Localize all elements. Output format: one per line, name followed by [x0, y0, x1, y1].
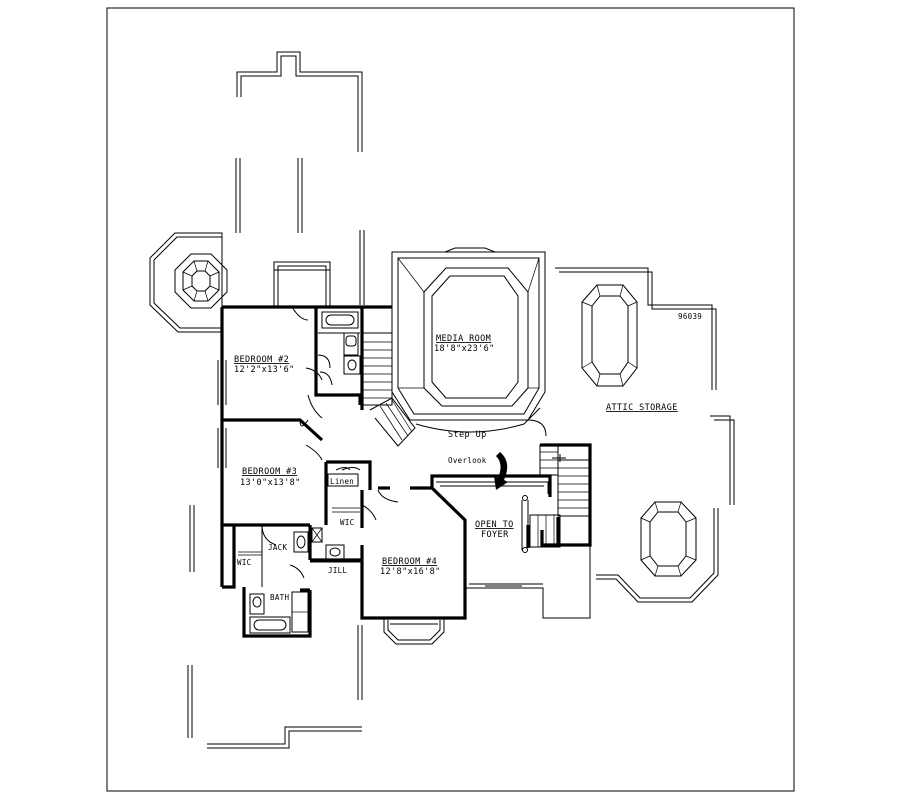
bedroom2-size: 12'2"x13'6" — [234, 365, 295, 375]
skylight-attic-bottom — [640, 501, 697, 577]
overlook-label: Overlook — [448, 456, 487, 465]
step-up-label: Step Up — [448, 430, 487, 440]
roof-outline — [149, 51, 735, 749]
bedroom3-size: 13'0"x13'8" — [240, 478, 301, 488]
bedroom3-name: BEDROOM #3 — [242, 467, 297, 477]
skylight-attic-top — [581, 284, 638, 387]
wic-lower-label: WIC — [237, 558, 251, 567]
skylight-left — [174, 253, 228, 309]
interior-details — [217, 306, 591, 645]
bath-label: BATH — [270, 593, 289, 602]
foyer-line2: FOYER — [481, 530, 509, 540]
plan-number: 96039 — [678, 312, 702, 321]
foyer-line1: OPEN TO — [475, 520, 514, 530]
bedroom4-name: BEDROOM #4 — [382, 557, 437, 567]
bedroom2-name: BEDROOM #2 — [234, 355, 289, 365]
media-room-size: 18'8"x23'6" — [434, 344, 495, 354]
page-border — [106, 7, 795, 792]
bedroom4-size: 12'8"x16'8" — [380, 567, 441, 577]
jack-label: JACK — [268, 543, 287, 552]
attic-storage-label: ATTIC STORAGE — [606, 403, 678, 413]
wic-upper-label: WIC — [340, 518, 354, 527]
jill-label: JILL — [328, 566, 347, 575]
linen-label: Linen — [330, 477, 354, 486]
overlook-arrow-icon — [494, 452, 508, 490]
media-room-name: MEDIA ROOM — [436, 334, 491, 344]
